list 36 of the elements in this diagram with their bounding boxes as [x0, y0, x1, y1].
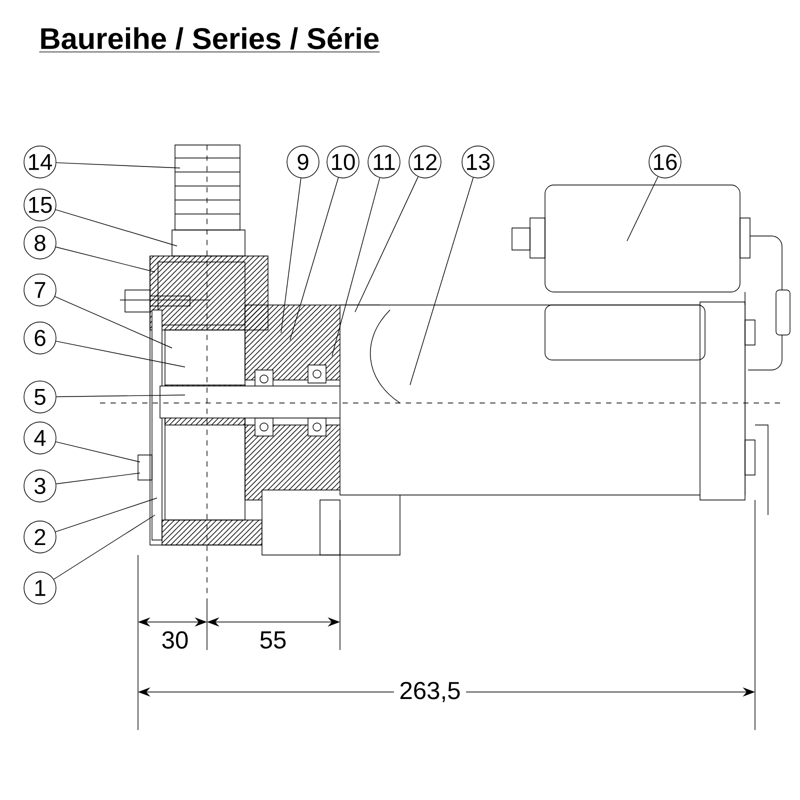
leader-line: [56, 340, 186, 368]
callout-number: 12: [408, 146, 442, 178]
leader-line: [53, 514, 156, 580]
callout-number: 14: [24, 146, 56, 178]
leader-line: [290, 177, 339, 340]
leader-line: [55, 498, 158, 532]
callout-number: 15: [24, 188, 56, 222]
leader-line: [56, 394, 186, 398]
leader-line: [56, 246, 156, 272]
leader-line: [280, 178, 302, 334]
leader-line: [56, 441, 140, 462]
callout-number: 1: [24, 572, 56, 604]
callout-number: 4: [24, 422, 56, 454]
callout-number: 5: [24, 380, 56, 414]
leader-line: [332, 177, 380, 356]
callout-number: 13: [462, 146, 494, 178]
leader-line: [56, 472, 140, 484]
dimension-label: 55: [254, 626, 292, 654]
callout-number: 3: [24, 470, 56, 502]
leader-line: [410, 177, 474, 386]
callout-number: 8: [24, 226, 56, 260]
callout-number: 9: [286, 146, 320, 178]
callout-number: 7: [24, 274, 56, 306]
leader-line: [626, 176, 658, 242]
leader-line: [54, 296, 172, 348]
leader-line: [354, 176, 418, 312]
callout-number: 10: [326, 146, 360, 178]
dimension-label: 30: [156, 626, 194, 654]
leader-line: [56, 162, 180, 168]
callout-number: 11: [368, 146, 400, 178]
leader-line: [55, 209, 178, 246]
callout-number: 6: [24, 322, 56, 354]
dimension-label: 263,5: [394, 676, 466, 708]
callout-number: 2: [24, 520, 56, 554]
title: Baureihe / Series / Série: [38, 26, 380, 52]
callout-number: 16: [648, 146, 682, 178]
